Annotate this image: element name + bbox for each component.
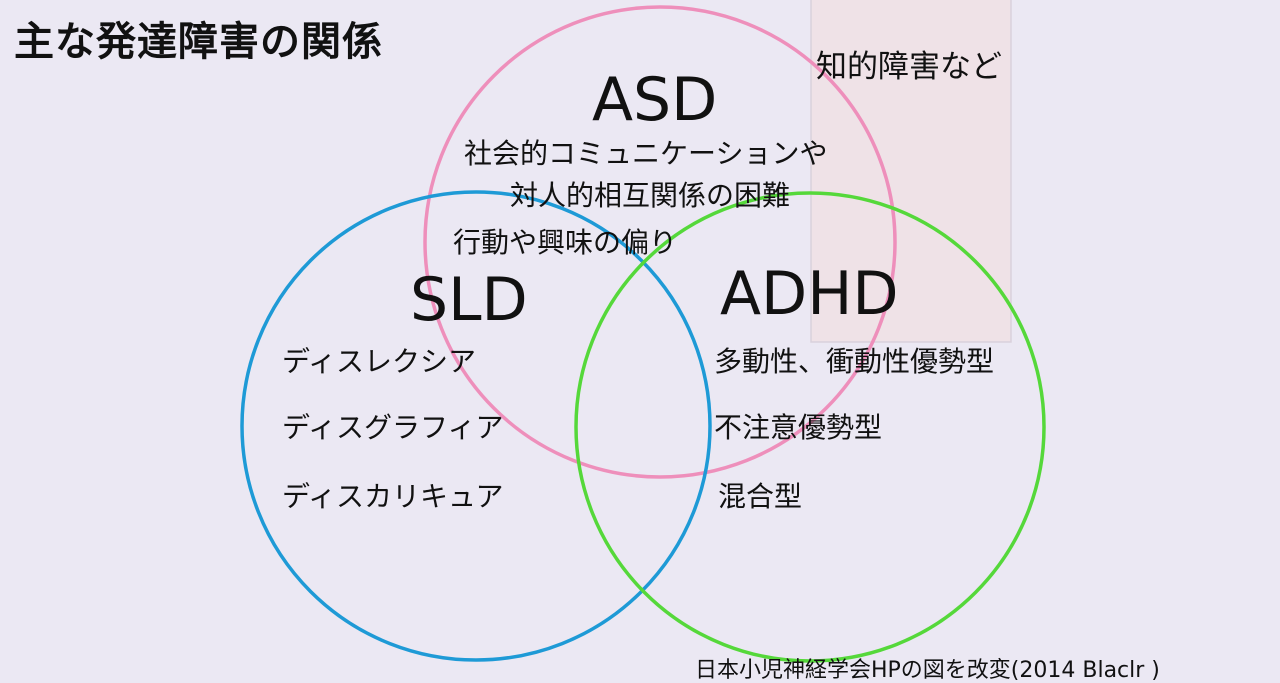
- intellectual-disability-box: [810, 0, 1012, 343]
- asd-trait-item: 行動や興味の偏り: [453, 226, 678, 259]
- sld-type-item: ディスレクシア: [282, 345, 477, 378]
- adhd-type-item: 混合型: [718, 480, 803, 513]
- slide-title: 主な発達障害の関係: [14, 19, 383, 65]
- asd-circle: [423, 5, 897, 479]
- source-footnote: 日本小児神経学会HPの図を改変(2014 Blaclr ): [695, 658, 1160, 683]
- adhd-type-item: 多動性、衝動性優勢型: [714, 345, 995, 378]
- adhd-label: ADHD: [720, 259, 899, 329]
- sld-label: SLD: [410, 265, 528, 335]
- adhd-type-item: 不注意優勢型: [714, 411, 883, 444]
- asd-label: ASD: [592, 65, 718, 135]
- adhd-circle: [574, 191, 1046, 663]
- intellectual-disability-label: 知的障害など: [816, 49, 1002, 85]
- sld-type-item: ディスカリキュア: [282, 480, 504, 513]
- asd-trait-item: 社会的コミュニケーションや: [464, 137, 828, 170]
- sld-type-item: ディスグラフィア: [282, 411, 504, 444]
- asd-trait-item: 対人的相互関係の困難: [510, 179, 791, 212]
- sld-circle: [240, 190, 712, 662]
